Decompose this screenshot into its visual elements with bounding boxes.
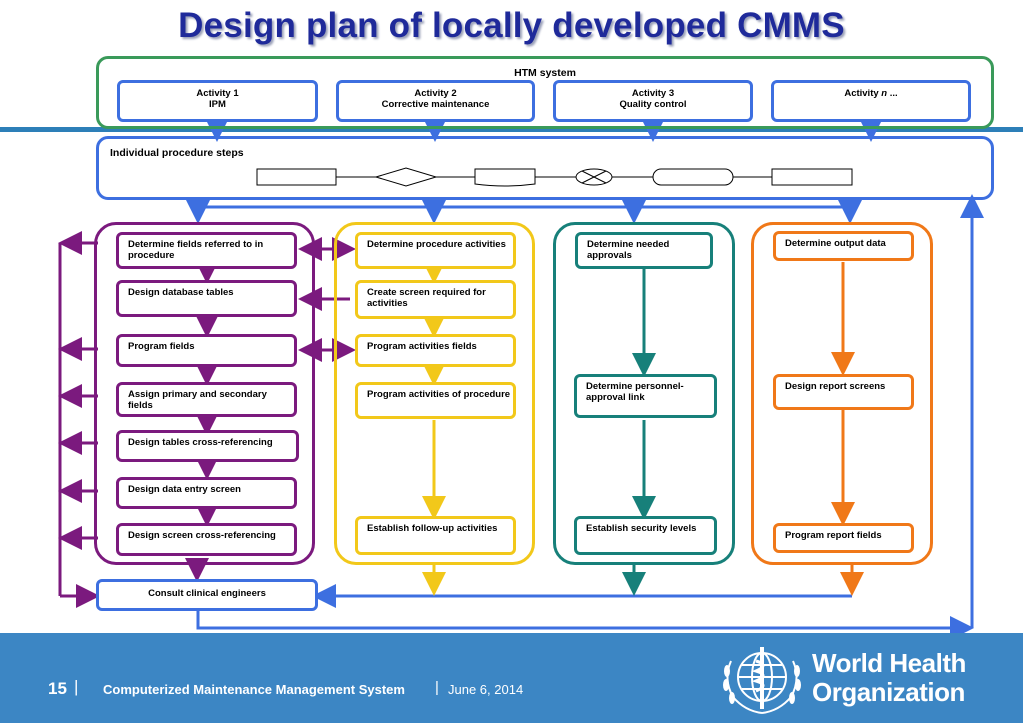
yellow-step-1: Determine procedure activities bbox=[355, 232, 516, 269]
activity-2-name: Activity 2 bbox=[414, 88, 457, 99]
divider-line bbox=[0, 127, 1023, 132]
page-title: Design plan of locally developed CMMS bbox=[178, 6, 845, 45]
activity-n-box: Activity n ... bbox=[771, 80, 971, 122]
org-name-line-2: Organization bbox=[812, 677, 965, 707]
orange-column bbox=[751, 222, 933, 565]
page-number: 15 bbox=[48, 679, 67, 698]
purple-column bbox=[94, 222, 315, 565]
purple-step-3: Program fields bbox=[116, 334, 297, 367]
footer-separator: | bbox=[74, 677, 79, 696]
org-name-line-1: World Health bbox=[812, 648, 966, 678]
activity-2-desc: Corrective maintenance bbox=[381, 99, 490, 110]
who-emblem-icon bbox=[723, 647, 801, 714]
purple-step-2: Design database tables bbox=[116, 280, 297, 317]
purple-step-6: Design data entry screen bbox=[116, 477, 297, 509]
yellow-column bbox=[334, 222, 535, 565]
purple-step-7: Design screen cross-referencing bbox=[116, 523, 297, 556]
orange-step-3: Program report fields bbox=[773, 523, 914, 553]
activity-3-name: Activity 3 bbox=[631, 88, 675, 99]
activity-3-box: Activity 3 Quality control bbox=[553, 80, 753, 122]
activity-1-box: Activity 1 IPM bbox=[117, 80, 318, 122]
purple-step-1: Determine fields referred to in procedur… bbox=[116, 232, 297, 269]
footer-separator-2: | bbox=[435, 679, 439, 696]
yellow-step-4: Program activities of procedure bbox=[355, 382, 516, 419]
yellow-step-5: Establish follow-up activities bbox=[355, 516, 516, 555]
procedure-steps-label: Individual procedure steps bbox=[110, 147, 244, 159]
footer-date: June 6, 2014 bbox=[448, 682, 524, 697]
orange-step-1: Determine output data bbox=[773, 231, 914, 261]
teal-step-3: Establish security levels bbox=[574, 516, 717, 555]
procedure-steps-box: Individual procedure steps bbox=[96, 136, 994, 200]
purple-step-5: Design tables cross-referencing bbox=[116, 430, 299, 462]
activity-n-name: Activity n ... bbox=[844, 88, 898, 99]
htm-system-container: HTM system bbox=[96, 56, 994, 129]
consult-engineers-box: Consult clinical engineers bbox=[96, 579, 318, 611]
teal-step-2: Determine personnel-approval link bbox=[574, 374, 717, 418]
yellow-step-2: Create screen required for activities bbox=[355, 280, 516, 319]
teal-column bbox=[553, 222, 735, 565]
flowchart-symbols bbox=[256, 167, 853, 187]
activity-2-box: Activity 2 Corrective maintenance bbox=[336, 80, 535, 122]
activity-1-desc: IPM bbox=[209, 99, 226, 110]
footer-title: Computerized Maintenance Management Syst… bbox=[103, 682, 405, 697]
yellow-step-3: Program activities fields bbox=[355, 334, 516, 367]
teal-step-1: Determine needed approvals bbox=[575, 232, 713, 269]
activity-1-name: Activity 1 bbox=[196, 88, 239, 99]
htm-system-label: HTM system bbox=[514, 67, 576, 79]
purple-step-4: Assign primary and secondary fields bbox=[116, 382, 297, 417]
footer-bar: 15 | Computerized Maintenance Management… bbox=[0, 633, 1023, 723]
orange-step-2: Design report screens bbox=[773, 374, 914, 410]
activity-3-desc: Quality control bbox=[619, 99, 687, 110]
